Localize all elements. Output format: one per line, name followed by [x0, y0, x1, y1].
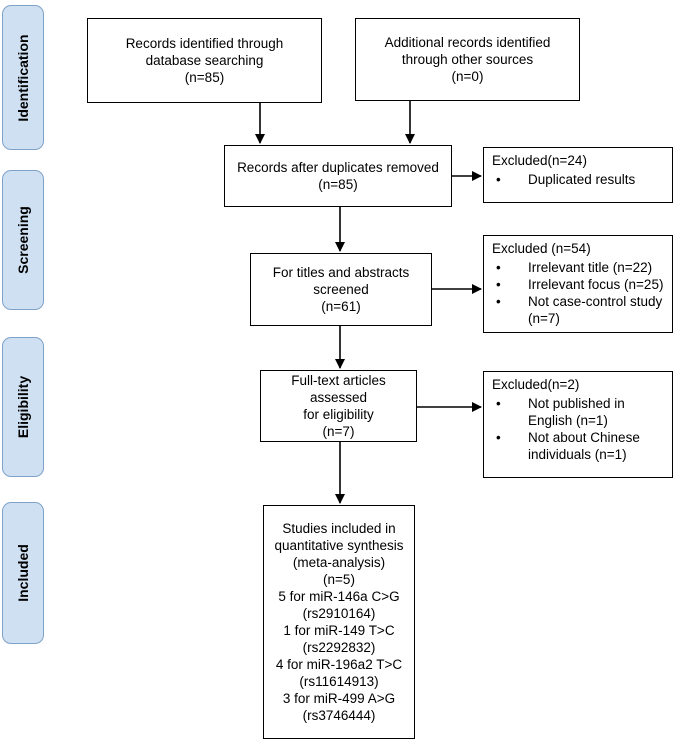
- list-item: •Duplicated results: [496, 172, 636, 187]
- box-database-records: Records identified through database sear…: [87, 18, 322, 103]
- box-duplicates-removed: Records after duplicates removed (n=85): [224, 145, 452, 207]
- box-excluded-titles: Excluded (n=54) •Irrelevant title (n=22)…: [483, 235, 673, 333]
- box-excluded-fulltext: Excluded(n=2) •Not published in English …: [483, 371, 673, 478]
- box-studies-included: Studies included in quantitative synthes…: [263, 505, 415, 739]
- stage-identification: Identification: [2, 5, 44, 150]
- stage-screening: Screening: [2, 170, 44, 310]
- list-item: •Not published in English (n=1): [496, 396, 625, 428]
- excluded-duplicates-title: Excluded(n=24): [492, 153, 587, 168]
- excluded-fulltext-title: Excluded(n=2): [492, 377, 580, 392]
- list-item: •Irrelevant title (n=22): [496, 260, 653, 275]
- stage-included: Included: [2, 502, 44, 644]
- box-excluded-duplicates: Excluded(n=24) •Duplicated results: [483, 147, 673, 203]
- excluded-titles-title: Excluded (n=54): [492, 241, 591, 256]
- box-titles-abstracts: For titles and abstracts screened (n=61): [250, 253, 432, 326]
- list-item: •Irrelevant focus (n=25): [496, 277, 664, 292]
- box-other-sources: Additional records identified through ot…: [355, 18, 580, 101]
- stage-eligibility: Eligibility: [2, 337, 44, 477]
- box-fulltext-assessed: Full-text articles assessed for eligibil…: [260, 370, 417, 442]
- list-item: •Not about Chinese individuals (n=1): [496, 430, 640, 462]
- list-item: •Not case-control study (n=7): [496, 294, 663, 326]
